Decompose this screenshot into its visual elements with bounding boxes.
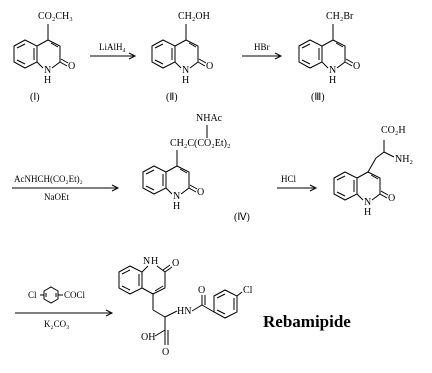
c5-carboxyl-label: CO₂H [381,125,406,136]
reb-nitrogen: N [143,256,150,267]
c2-label: (Ⅱ) [166,92,178,103]
c1-nitrogen: N [44,65,51,76]
c2-oxygen: O [206,61,213,72]
c3-nitrogen: N [329,65,336,76]
arrow-4: HCl [277,174,318,192]
c4-nhac-label: NHAc [196,113,223,124]
reagent-hcl: HCl [281,174,297,184]
arrow-5: Cl COCl K₂CO₃ [15,286,114,329]
c3-label: (Ⅲ) [311,92,325,103]
compound-4: NHAc CH₂C(CO₂Et)₂ N H O (Ⅳ) [142,113,250,223]
reagent-acetamidomalonate: AcNHCH(CO₂Et)₂ [14,174,83,184]
reagent-hbr: HBr [254,42,270,52]
arrow-2: HBr [242,42,283,60]
reagent-lialh4: LiAlH₄ [99,42,126,52]
compound-rebamipide: N H O HN O Cl OH O Rebamipide [118,256,351,358]
c4-oxygen: O [197,187,204,198]
reb-acid-oxygen: O [162,347,169,358]
c5-hydrogen: H [364,207,371,218]
c3-hydrogen: H [329,75,336,86]
c1-label: (Ⅰ) [30,92,40,103]
arrow-1: LiAlH₄ [90,42,137,60]
c5-oxygen: O [388,193,395,204]
c4-label: (Ⅳ) [234,212,250,223]
reb-amide-nh: HN [177,306,191,317]
c4-chain-label: CH₂C(CO₂Et)₂ [170,138,230,149]
c5-amine-label: NH₂ [395,154,413,165]
compound-5: CO₂H NH₂ N H O [333,125,413,218]
reb-amide-oxygen: O [198,285,205,296]
reb-chloro: Cl [243,285,253,296]
c2-hydrogen: H [182,75,189,86]
c1-oxygen: O [68,61,75,72]
reb-ring-oxygen: O [172,258,179,269]
compound-2: CH₂OH N H O (Ⅱ) [151,11,213,103]
c1-hydrogen: H [44,75,51,86]
reb-hydrogen: H [151,256,158,267]
c2-hydroxymethyl-label: CH₂OH [178,11,210,22]
compound-name: Rebamipide [263,312,351,331]
reagent-cocl: COCl [64,290,86,300]
c5-nitrogen: N [364,197,371,208]
c1-ester-label: CO₂CH₃ [38,11,73,22]
c4-nitrogen: N [173,191,180,202]
c3-oxygen: O [353,61,360,72]
reb-hydroxyl: OH [141,332,155,343]
c2-nitrogen: N [182,65,189,76]
c4-hydrogen: H [173,201,180,212]
arrow-3: AcNHCH(CO₂Et)₂ NaOEt [12,174,120,202]
compound-1: CO₂CH₃ N H O (Ⅰ) [13,11,75,103]
reagent-chloro: Cl [28,290,37,300]
reagent-naoet: NaOEt [44,192,69,202]
c3-bromomethyl-label: CH₂Br [326,11,354,22]
compound-3: CH₂Br N H O (Ⅲ) [298,11,360,103]
reagent-k2co3: K₂CO₃ [44,319,69,329]
